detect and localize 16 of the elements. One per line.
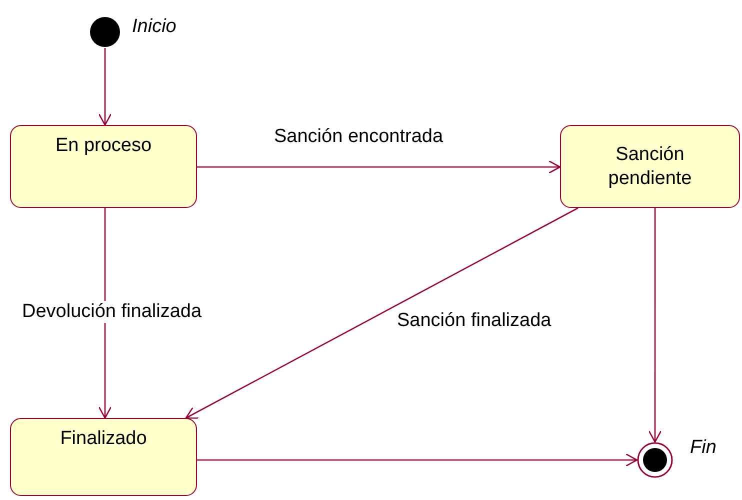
state-label: Fin [690,437,716,459]
state-box [10,418,197,496]
final-state [637,442,673,478]
transition-arrow [98,48,112,126]
transition-arrow [185,207,578,419]
transition-arrow [648,208,662,443]
state-name: En proceso [55,134,152,158]
initial-state [89,16,121,48]
transition-arrow [197,453,638,467]
state-name: Finalizado [60,427,147,451]
state-box [10,125,197,208]
state-box [560,125,740,208]
transition-arrow [197,160,561,174]
state-label: Inicio [132,16,176,38]
transition-arrow [98,208,112,419]
state-name: Sanción pendiente [607,142,693,190]
